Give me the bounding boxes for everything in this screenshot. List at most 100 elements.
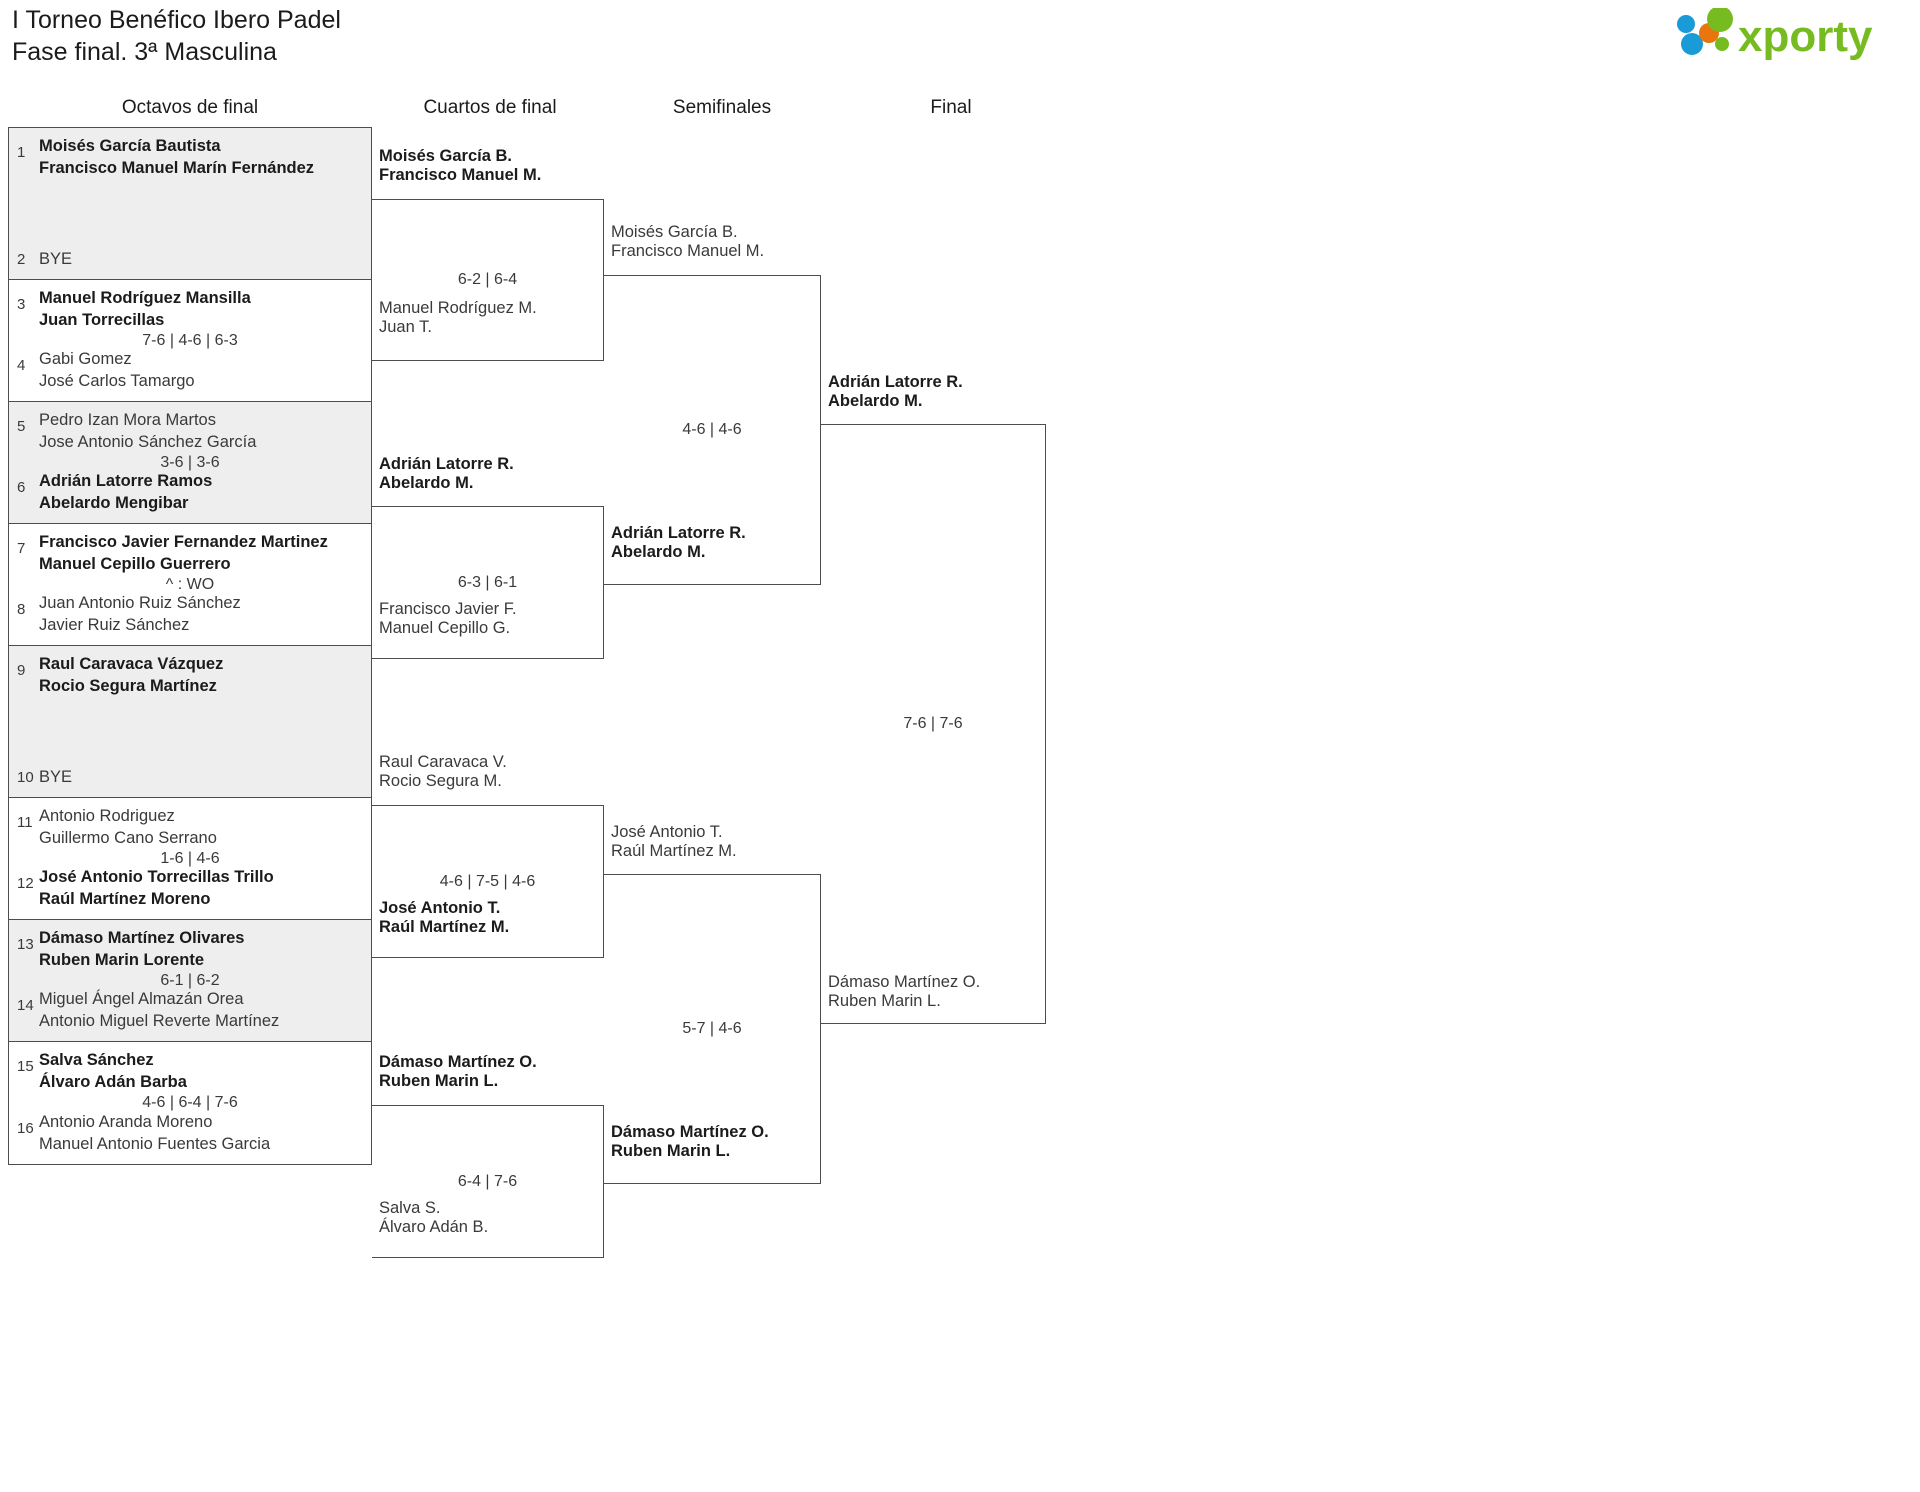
match-score: 4-6 | 7-5 | 4-6 (439, 872, 536, 890)
r16-match-3-top[interactable]: 5 Pedro Izan Mora Martos Jose Antonio Sá… (9, 410, 371, 454)
player-name: Francisco Manuel Marín Fernández (39, 158, 315, 177)
seed-number: 12 (17, 875, 34, 893)
r16-match-8-top[interactable]: 15 Salva Sánchez Álvaro Adán Barba (9, 1050, 371, 1094)
match-score: 5-7 | 4-6 (682, 1020, 742, 1037)
r16-match-1-bottom[interactable]: 2 BYE (9, 243, 371, 271)
sf-match-2[interactable]: 5-7 | 4-6 (604, 874, 821, 1184)
seed-number: 7 (17, 540, 26, 557)
qf4-bottom-player2: Álvaro Adán B. (379, 1218, 489, 1236)
r16-match-5[interactable]: 9 Raul Caravaca Vázquez Rocio Segura Mar… (9, 646, 371, 798)
r16-match-3[interactable]: 5 Pedro Izan Mora Martos Jose Antonio Sá… (9, 402, 371, 524)
player-name: Rocio Segura Martínez (39, 676, 217, 695)
player-name: Adrián Latorre Ramos (39, 472, 213, 491)
player-name: Manuel Cepillo Guerrero (39, 554, 231, 573)
final-match[interactable]: 7-6 | 7-6 (821, 424, 1046, 1024)
r16-match-2-top[interactable]: 3 Manuel Rodríguez Mansilla Juan Torreci… (9, 288, 371, 332)
r16-match-7-top[interactable]: 13 Dámaso Martínez Olivares Ruben Marin … (9, 928, 371, 972)
qf4-top-player2: Ruben Marin L. (379, 1072, 499, 1090)
qf4-top-player1: Dámaso Martínez O. (379, 1053, 537, 1071)
match-score: 4-6 | 4-6 (682, 421, 742, 438)
player-name: Raúl Martínez Moreno (39, 890, 211, 909)
player-name: Manuel Rodríguez Mansilla (39, 289, 251, 307)
qf2-bottom-player1: Francisco Javier F. (379, 600, 517, 618)
player-name: Dámaso Martínez Olivares (39, 929, 245, 947)
sf2-top-player2: Raúl Martínez M. (611, 842, 737, 860)
r16-match-4-bottom[interactable]: 8 Juan Antonio Ruiz Sánchez Javier Ruiz … (9, 593, 371, 637)
round-header-cuartos: Cuartos de final (423, 97, 557, 118)
r16-match-8-bottom[interactable]: 16 Antonio Aranda Moreno Manuel Antonio … (9, 1112, 371, 1156)
round-header-octavos: Octavos de final (121, 97, 259, 118)
match-score: 6-4 | 7-6 (457, 1172, 518, 1190)
qf-match-1[interactable]: 6-2 | 6-4 (372, 199, 604, 361)
r16-match-4-top[interactable]: 7 Francisco Javier Fernandez Martinez Ma… (9, 532, 371, 576)
logo-dot-green-small (1715, 37, 1729, 51)
player-name: José Carlos Tamargo (39, 372, 195, 391)
player-name: Francisco Javier Fernandez Martinez (39, 533, 328, 551)
seed-number: 14 (17, 997, 34, 1015)
qf3-top-player1: Raul Caravaca V. (379, 753, 507, 771)
seed-number: 9 (17, 662, 26, 679)
qf1-bottom-player2: Juan T. (379, 318, 432, 336)
player-name: Raul Caravaca Vázquez (39, 655, 224, 673)
seed-number: 13 (17, 936, 34, 953)
sf-match-1[interactable]: 4-6 | 4-6 (604, 275, 821, 585)
player-name: Guillermo Cano Serrano (39, 828, 217, 847)
r16-match-7[interactable]: 13 Dámaso Martínez Olivares Ruben Marin … (9, 920, 371, 1042)
r16-match-1[interactable]: 1 Moisés García Bautista Francisco Manue… (9, 128, 371, 280)
qf-match-2[interactable]: 6-3 | 6-1 (372, 506, 604, 659)
r16-match-2-bottom[interactable]: 4 Gabi Gomez José Carlos Tamargo (9, 349, 371, 393)
logo-wordmark: xporty (1738, 12, 1873, 60)
r16-match-1-top[interactable]: 1 Moisés García Bautista Francisco Manue… (9, 136, 371, 180)
r16-match-2[interactable]: 3 Manuel Rodríguez Mansilla Juan Torreci… (9, 280, 371, 402)
player-name: Antonio Aranda Moreno (39, 1113, 213, 1132)
player-name: Miguel Ángel Almazán Orea (39, 990, 244, 1009)
tournament-name: I Torneo Benéfico Ibero Padel (12, 6, 341, 34)
qf4-bottom-player1: Salva S. (379, 1199, 441, 1217)
logo-dot-blue-bottom (1681, 33, 1703, 55)
xporty-logo-svg: xporty (1677, 6, 1873, 61)
r16-match-5-bottom[interactable]: 10 BYE (9, 761, 371, 789)
r16-match-4[interactable]: 7 Francisco Javier Fernandez Martinez Ma… (9, 524, 371, 646)
player-name: José Antonio Torrecillas Trillo (39, 868, 274, 887)
sf2-bottom-player2: Ruben Marin L. (611, 1142, 731, 1160)
xporty-logo: xporty (1672, 6, 1902, 61)
sf2-top-player1: José Antonio T. (611, 823, 723, 841)
r16-match-8[interactable]: 15 Salva Sánchez Álvaro Adán Barba 4-6 |… (9, 1042, 371, 1164)
player-name: Juan Antonio Ruiz Sánchez (39, 594, 241, 613)
match-score: 7-6 | 7-6 (903, 715, 963, 732)
qf2-bottom-player2: Manuel Cepillo G. (379, 619, 511, 637)
r16-match-7-bottom[interactable]: 14 Miguel Ángel Almazán Orea Antonio Mig… (9, 989, 371, 1033)
round-of-16-column: 1 Moisés García Bautista Francisco Manue… (8, 127, 372, 1165)
seed-number: 1 (17, 144, 26, 161)
r16-match-6[interactable]: 11 Antonio Rodriguez Guillermo Cano Serr… (9, 798, 371, 920)
player-name: Antonio Miguel Reverte Martínez (39, 1012, 280, 1031)
sf1-bottom-player2: Abelardo M. (611, 543, 706, 561)
match-score: 7-6 | 4-6 | 6-3 (142, 331, 238, 349)
qf-match-3[interactable]: 4-6 | 7-5 | 4-6 (372, 805, 604, 958)
seed-number: 8 (17, 601, 26, 619)
sf1-bottom-player1: Adrián Latorre R. (611, 524, 746, 542)
r16-match-5-top[interactable]: 9 Raul Caravaca Vázquez Rocio Segura Mar… (9, 654, 371, 698)
seed-number: 4 (17, 357, 26, 375)
r16-match-3-bottom[interactable]: 6 Adrián Latorre Ramos Abelardo Mengibar (9, 471, 371, 515)
r16-match-6-bottom[interactable]: 12 José Antonio Torrecillas Trillo Raúl … (9, 867, 371, 911)
qf1-top-player1: Moisés García B. (379, 147, 512, 165)
player-name: Ruben Marin Lorente (39, 950, 205, 969)
final-top-player2: Abelardo M. (828, 392, 923, 410)
qf2-top-player1: Adrián Latorre R. (379, 455, 514, 473)
match-score: 6-1 | 6-2 (160, 971, 220, 989)
player-name: Moisés García Bautista (39, 137, 221, 155)
seed-number: 2 (17, 251, 26, 269)
sf2-bottom-player1: Dámaso Martínez O. (611, 1123, 769, 1141)
player-name: Álvaro Adán Barba (39, 1072, 187, 1091)
seed-number: 10 (17, 769, 34, 787)
seed-number: 15 (17, 1058, 34, 1075)
qf1-top-player2: Francisco Manuel M. (379, 166, 542, 184)
round-header-final: Final (930, 97, 972, 118)
tournament-phase: Fase final. 3ª Masculina (12, 38, 277, 66)
match-score: 6-3 | 6-1 (457, 573, 518, 591)
player-name: Jose Antonio Sánchez García (39, 432, 257, 451)
r16-match-6-top[interactable]: 11 Antonio Rodriguez Guillermo Cano Serr… (9, 806, 371, 850)
qf-match-4[interactable]: 6-4 | 7-6 (372, 1105, 604, 1258)
match-score: 3-6 | 3-6 (160, 453, 220, 471)
